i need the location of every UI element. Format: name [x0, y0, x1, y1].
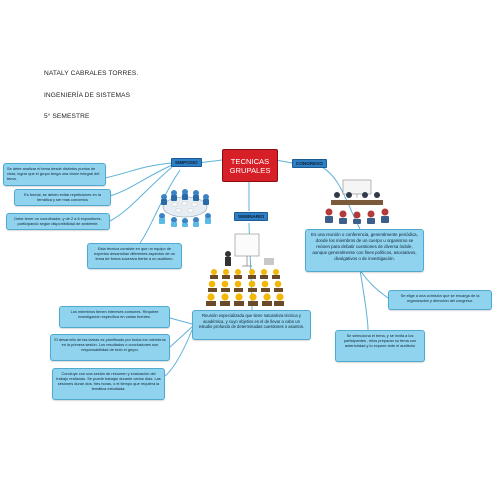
link-seminario-note1	[169, 317, 193, 325]
seminar-audience-icon	[206, 233, 284, 306]
simposio-main: Esta técnica consiste en que un equipo d…	[87, 243, 182, 269]
topic-congreso: CONGRESO	[292, 159, 327, 168]
semester-label: 5° SEMESTRE	[44, 113, 90, 120]
link-congreso-note2	[359, 269, 369, 331]
link-simposio-main	[139, 169, 181, 244]
link-simposio-note3	[109, 166, 173, 222]
link-simposio-note1	[104, 162, 173, 179]
simposio-note-1: Se debe analizar el tema desde distintos…	[3, 163, 106, 186]
topic-simposio: SIMPOSIO	[171, 158, 202, 167]
link-central-simposio	[197, 159, 223, 164]
seminario-main: Reunión especializada que tiene naturale…	[192, 310, 311, 340]
link-central-congreso	[275, 159, 293, 164]
congreso-note-1: Se elige a una comisión que se encarga d…	[388, 290, 492, 310]
seminario-note-1: Los miembros tienen intereses comunes. R…	[59, 306, 170, 328]
link-simposio-note2	[109, 164, 173, 197]
simposio-note-2: Es formal, se deben evitar repeticiones …	[14, 189, 111, 206]
link-seminario-note2	[169, 326, 193, 348]
congreso-main: Es una reunión o conferencia, generalmen…	[305, 229, 424, 272]
central-title-line2: GRUPALES	[229, 165, 271, 175]
congreso-note-2: Se selecciona el tema, y se invita a los…	[335, 330, 425, 362]
roundtable-meeting-icon	[159, 189, 211, 227]
central-topic: TECNICAS GRUPALES	[222, 149, 278, 182]
link-congreso-note1	[359, 269, 389, 299]
topic-seminario: SEMINARIO	[234, 212, 269, 221]
simposio-note-3: Debe tener un coordinador, y de 2 a 6 ex…	[6, 213, 110, 230]
central-title-line1: TECNICAS	[230, 156, 270, 166]
link-seminario-note3	[164, 329, 193, 377]
seminario-note-2: El desarrollo de las tareas es planifica…	[50, 334, 170, 361]
congress-panel-icon	[325, 179, 389, 224]
seminario-note-3: Concluye con una sesión de resumen y eva…	[52, 368, 165, 400]
career-label: INGENIERÍA DE SISTEMAS	[44, 92, 131, 99]
author-name: NATALY CABRALES TORRES.	[44, 70, 139, 77]
